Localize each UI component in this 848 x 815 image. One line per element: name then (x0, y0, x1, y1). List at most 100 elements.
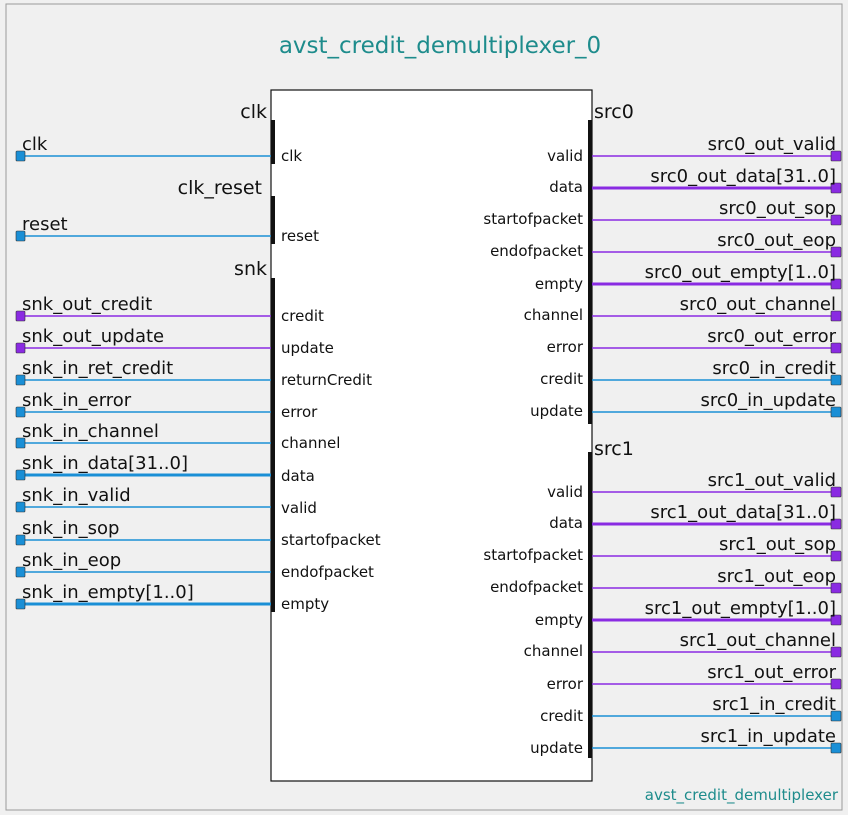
port-label-endofpacket: endofpacket (281, 563, 374, 581)
src0-port-label-error: error (547, 338, 584, 356)
signal-label-reset: reset (22, 214, 68, 235)
port-terminal-src0-out-channel (830, 310, 842, 322)
signal-label-src0-out-data-31-0: src0_out_data[31..0] (650, 166, 836, 187)
signal-label-snk-in-data-31-0: snk_in_data[31..0] (22, 453, 188, 474)
port-terminal-snk-in-error (15, 406, 26, 418)
src0-port-label-valid: valid (547, 147, 583, 165)
signal-label-src0-in-update: src0_in_update (700, 390, 836, 411)
signal-label-src1-out-sop: src1_out_sop (719, 534, 836, 555)
port-terminal-src0-out-sop (830, 214, 842, 226)
port-label-startofpacket: startofpacket (281, 531, 381, 549)
src1-interface-bar (588, 452, 592, 758)
port-terminal-snk-in-eop (15, 566, 26, 578)
port-terminal-src1-out-valid (830, 486, 842, 498)
signal-label-snk-in-empty-1-0: snk_in_empty[1..0] (22, 582, 194, 603)
signal-label-src0-out-error: src0_out_error (707, 326, 836, 347)
signal-label-src0-out-empty-1-0: src0_out_empty[1..0] (645, 262, 836, 283)
src1-port-label-endofpacket: endofpacket (490, 578, 583, 596)
signal-label-snk-in-channel: snk_in_channel (22, 421, 159, 442)
signal-label-snk-in-eop: snk_in_eop (22, 550, 121, 571)
interface-label-src0: src0 (594, 101, 634, 123)
signal-label-src0-out-valid: src0_out_valid (708, 134, 836, 155)
signal-label-clk: clk (22, 134, 48, 155)
port-terminal-src0-out-valid (830, 150, 842, 162)
component-box[interactable] (270, 89, 593, 782)
signal-label-snk-out-credit: snk_out_credit (22, 294, 152, 315)
port-terminal-src0-out-eop (830, 246, 842, 258)
signal-label-snk-in-sop: snk_in_sop (22, 518, 119, 539)
src1-port-label-error: error (547, 675, 584, 693)
src1-port-label-startofpacket: startofpacket (483, 546, 583, 564)
signal-label-src0-out-eop: src0_out_eop (717, 230, 836, 251)
signal-label-src0-out-sop: src0_out_sop (719, 198, 836, 219)
port-terminal-src1-out-channel (830, 646, 842, 658)
signal-label-src0-out-channel: src0_out_channel (680, 294, 836, 315)
port-terminal-snk-in-valid (15, 501, 26, 513)
port-terminal-src0-in-credit (830, 374, 842, 386)
component-type-label: avst_credit_demultiplexer (645, 786, 839, 805)
interface-label-clk: clk (240, 101, 267, 123)
snk-interface-bar (271, 278, 275, 612)
port-terminal-snk-in-channel (15, 437, 26, 449)
signal-label-src0-in-credit: src0_in_credit (712, 358, 836, 379)
component-title: avst_credit_demultiplexer_0 (279, 33, 601, 59)
interface-label-src1: src1 (594, 438, 634, 460)
port-label-credit: credit (281, 307, 324, 325)
signal-label-snk-in-valid: snk_in_valid (22, 485, 131, 506)
src0-port-label-data: data (549, 178, 583, 196)
signal-label-src1-out-data-31-0: src1_out_data[31..0] (650, 502, 836, 523)
port-terminal-clk (15, 150, 26, 162)
port-terminal-src0-in-update (830, 406, 842, 418)
src0-port-label-startofpacket: startofpacket (483, 210, 583, 228)
port-label-valid: valid (281, 499, 317, 517)
signal-label-snk-out-update: snk_out_update (22, 326, 164, 347)
port-terminal-src1-in-credit (830, 710, 842, 722)
src0-port-label-update: update (530, 402, 583, 420)
src0-port-label-channel: channel (524, 306, 583, 324)
port-terminal-snk-out-credit (15, 310, 26, 322)
signal-label-src1-out-eop: src1_out_eop (717, 566, 836, 587)
port-label-returncredit: returnCredit (281, 371, 372, 389)
port-label-clk: clk (281, 147, 302, 165)
src1-port-label-data: data (549, 514, 583, 532)
src1-port-label-channel: channel (524, 642, 583, 660)
port-label-channel: channel (281, 434, 340, 452)
port-label-error: error (281, 403, 318, 421)
src1-port-label-valid: valid (547, 483, 583, 501)
port-terminal-snk-in-data-31-0 (15, 469, 26, 481)
port-terminal-src0-out-error (830, 342, 842, 354)
src1-port-label-update: update (530, 739, 583, 757)
src1-port-label-empty: empty (535, 611, 583, 629)
port-label-update: update (281, 339, 334, 357)
port-label-reset: reset (281, 227, 319, 245)
src0-port-label-empty: empty (535, 275, 583, 293)
port-terminal-reset (15, 230, 26, 242)
port-label-data: data (281, 467, 315, 485)
port-terminal-src1-out-data-31-0 (830, 518, 842, 530)
port-terminal-src0-out-empty-1-0 (830, 278, 842, 290)
port-terminal-src1-out-empty-1-0 (830, 614, 842, 626)
signal-label-src1-in-credit: src1_in_credit (712, 694, 836, 715)
clk-reset-interface-bar (271, 196, 275, 244)
interface-label-clk-reset: clk_reset (178, 177, 262, 199)
src0-port-label-endofpacket: endofpacket (490, 242, 583, 260)
signal-label-snk-in-ret-credit: snk_in_ret_credit (22, 358, 173, 379)
port-terminal-snk-in-ret-credit (15, 374, 26, 386)
port-terminal-snk-in-empty-1-0 (15, 598, 26, 610)
port-terminal-snk-out-update (15, 342, 26, 354)
src1-port-label-credit: credit (540, 707, 583, 725)
port-terminal-src1-in-update (830, 742, 842, 754)
signal-label-src1-out-error: src1_out_error (707, 662, 836, 683)
signal-label-snk-in-error: snk_in_error (22, 390, 132, 411)
src0-interface-bar (588, 120, 592, 424)
port-terminal-src1-out-sop (830, 550, 842, 562)
signal-label-src1-out-channel: src1_out_channel (680, 630, 836, 651)
port-terminal-src1-out-error (830, 678, 842, 690)
signal-label-src1-in-update: src1_in_update (700, 726, 836, 747)
src0-port-label-credit: credit (540, 370, 583, 388)
signal-label-src1-out-valid: src1_out_valid (708, 470, 836, 491)
signal-label-src1-out-empty-1-0: src1_out_empty[1..0] (645, 598, 836, 619)
clk-interface-bar (271, 120, 275, 164)
